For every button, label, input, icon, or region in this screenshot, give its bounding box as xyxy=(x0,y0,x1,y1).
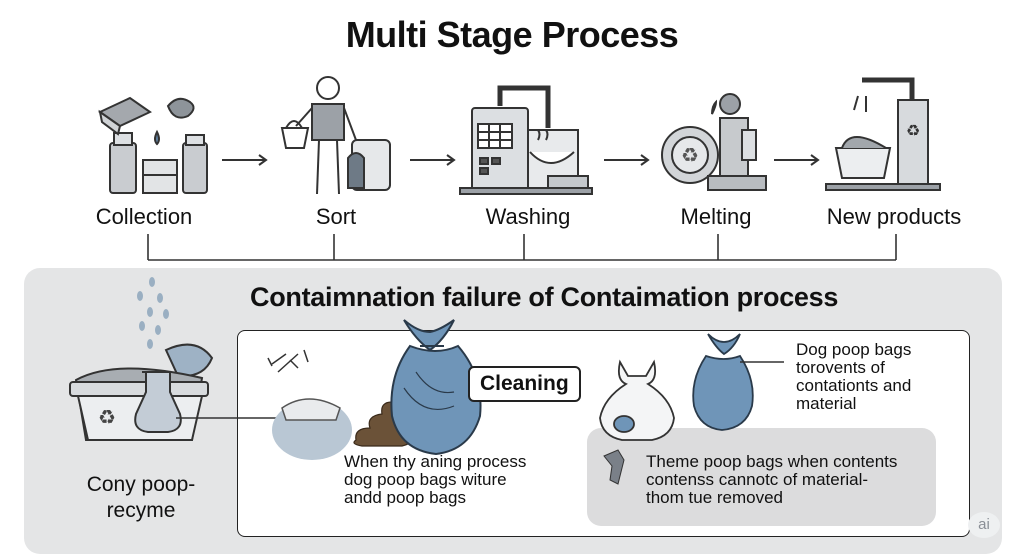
diagram-title: Multi Stage Process xyxy=(345,14,679,55)
washing-icon xyxy=(459,85,593,195)
dog-poop-bag-small-icon xyxy=(692,333,754,431)
contaminated-container-icon xyxy=(272,398,352,460)
stage-label-sort: Sort xyxy=(315,204,357,229)
arrow-4 xyxy=(774,154,820,166)
arrow-2 xyxy=(410,154,456,166)
stage-label-washing: Washing xyxy=(485,204,571,229)
recycling-bin-icon: ♻ xyxy=(69,343,214,441)
bag-tag-icon xyxy=(603,449,625,485)
melting-icon: ♻ xyxy=(661,93,767,191)
ai-watermark: ai xyxy=(968,512,1000,538)
scribble-icon xyxy=(267,349,309,373)
svg-text:♻: ♻ xyxy=(681,143,699,167)
process-note-text: When thy aning process dog poop bags wit… xyxy=(344,452,527,507)
cleaning-label: Cleaning xyxy=(468,366,581,402)
collection-icon xyxy=(98,96,208,194)
stage-label-collection: Collection xyxy=(95,204,193,229)
new-products-icon: ♻ xyxy=(825,77,941,191)
arrow-1 xyxy=(222,154,268,166)
arrow-3 xyxy=(604,154,650,166)
cony-poop-label: Cony poop- recyme xyxy=(86,473,196,522)
sort-icon xyxy=(280,76,391,195)
contamination-title: Contaimnation failure of Contaimation pr… xyxy=(250,282,839,312)
stage-label-new-products: New products xyxy=(826,204,962,229)
removal-note-box xyxy=(587,428,936,526)
removal-note-text: Theme poop bags when contents contenss c… xyxy=(646,452,898,507)
dog-poop-bag-large-icon xyxy=(390,319,482,456)
droplets-icon xyxy=(137,277,169,349)
bags-note-text: Dog poop bags torovents of contationts a… xyxy=(796,340,912,413)
stage-label-melting: Melting xyxy=(680,204,752,229)
stage-arrows xyxy=(222,154,820,166)
stage-bracket xyxy=(147,234,897,261)
plastic-bag-icon xyxy=(599,359,675,441)
svg-text:♻: ♻ xyxy=(906,121,920,140)
svg-text:♻: ♻ xyxy=(98,405,116,429)
